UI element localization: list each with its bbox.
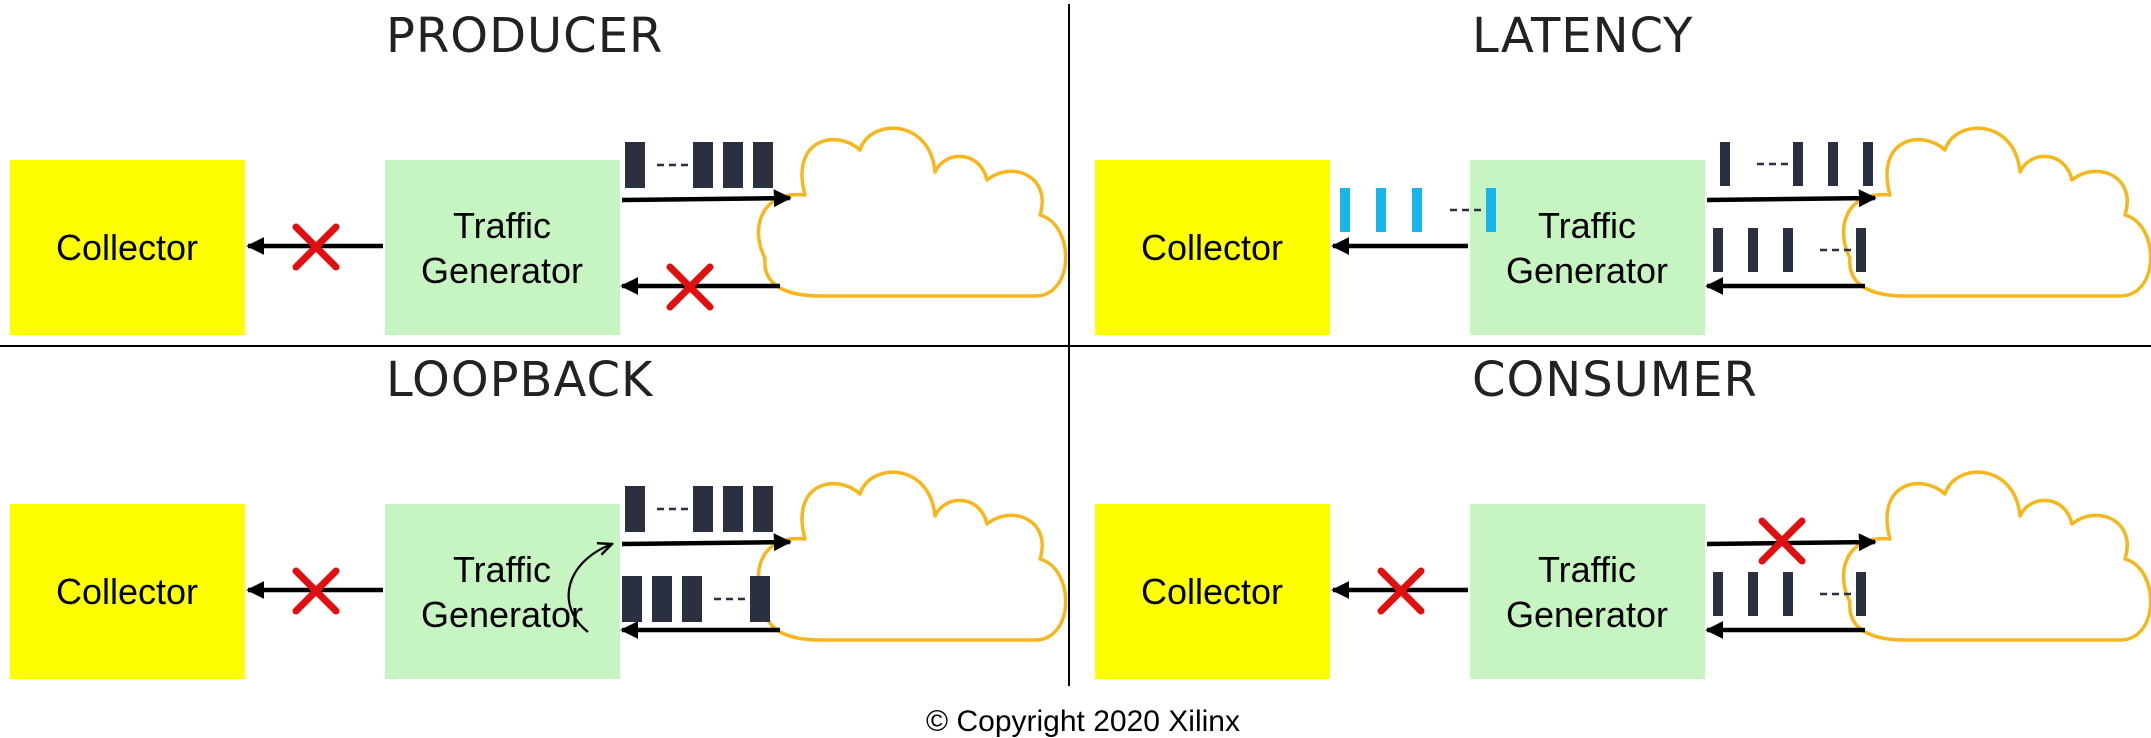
packet [1783, 572, 1793, 616]
generator-label-line1: Traffic [453, 205, 551, 246]
x-mark-icon [1758, 517, 1806, 565]
packet [1748, 572, 1758, 616]
copyright-text: © Copyright 2020 Xilinx [926, 705, 1240, 738]
packet [723, 142, 743, 188]
collector-label: Collector [1141, 571, 1283, 612]
collector-box [1095, 160, 1330, 335]
generator-label-line2: Generator [421, 594, 583, 635]
panel-title: PRODUCER [386, 8, 663, 64]
generator-label-line1: Traffic [1538, 205, 1636, 246]
packet [753, 142, 773, 188]
arrow-generator-to-cloud [621, 533, 792, 552]
collector-box [10, 160, 245, 335]
curved-arrow-icon [567, 544, 612, 633]
packet [682, 576, 702, 622]
packet [723, 486, 743, 532]
packet [1863, 142, 1873, 186]
packet [1828, 142, 1838, 186]
cloud-icon [1841, 126, 2151, 298]
x-mark-icon [292, 567, 340, 615]
packet-train-to-cloud [625, 142, 773, 188]
cloud-icon [1841, 470, 2151, 642]
panel-title: LOOPBACK [386, 352, 654, 408]
packet-train-from-cloud [622, 576, 770, 622]
arrow-generator-to-cloud [1706, 533, 1877, 552]
packet [1340, 188, 1350, 232]
packet [1856, 228, 1866, 272]
packet [753, 486, 773, 532]
packet [1713, 228, 1723, 272]
traffic-generator-box [385, 160, 620, 335]
collector-label: Collector [56, 571, 198, 612]
packet [652, 576, 672, 622]
packet [1748, 228, 1758, 272]
arrow-generator-to-cloud [621, 189, 792, 208]
packet-train-to-cloud [1720, 142, 1873, 186]
cloud-icon [756, 470, 1068, 642]
packet [750, 576, 770, 622]
traffic-generator-box [385, 504, 620, 679]
packet [1856, 572, 1866, 616]
packet-train-from-cloud [1713, 228, 1866, 272]
cloud-icon [756, 126, 1068, 298]
packet [1376, 188, 1386, 232]
packet-train-to-collector [1340, 188, 1496, 232]
generator-label-line1: Traffic [453, 549, 551, 590]
packet [1412, 188, 1422, 232]
traffic-generator-box [1470, 160, 1705, 335]
packet [693, 142, 713, 188]
packet [1486, 188, 1496, 232]
packet [1783, 228, 1793, 272]
x-mark-icon [666, 263, 714, 311]
packet [625, 142, 645, 188]
packet [1713, 572, 1723, 616]
packet [1793, 142, 1803, 186]
generator-label-line1: Traffic [1538, 549, 1636, 590]
packet [622, 576, 642, 622]
collector-box [1095, 504, 1330, 679]
collector-box [10, 504, 245, 679]
arrow-generator-to-cloud [1706, 189, 1877, 208]
traffic-generator-box [1470, 504, 1705, 679]
generator-label-line2: Generator [1506, 250, 1668, 291]
panel-title: LATENCY [1472, 8, 1694, 64]
generator-label-line2: Generator [421, 250, 583, 291]
generator-label-line2: Generator [1506, 594, 1668, 635]
packet-train-to-cloud [625, 486, 773, 532]
collector-label: Collector [1141, 227, 1283, 268]
packet-train-from-cloud [1713, 572, 1866, 616]
x-mark-icon [1377, 567, 1425, 615]
packet [693, 486, 713, 532]
x-mark-icon [292, 223, 340, 271]
packet [1720, 142, 1730, 186]
packet [625, 486, 645, 532]
collector-label: Collector [56, 227, 198, 268]
panel-title: CONSUMER [1472, 352, 1758, 408]
